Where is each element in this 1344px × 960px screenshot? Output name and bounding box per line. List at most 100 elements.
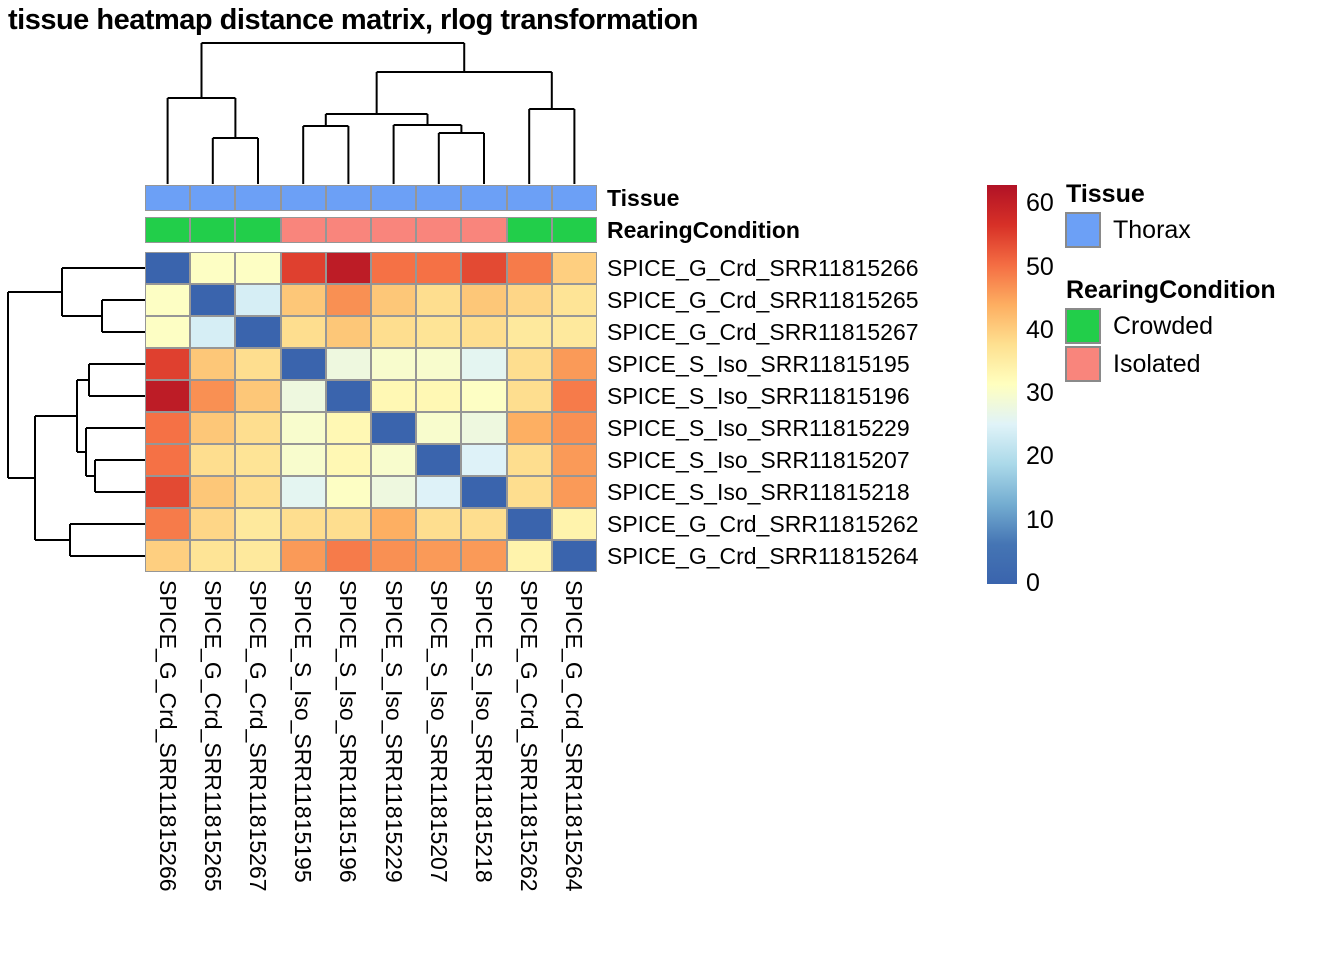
heatmap-cell xyxy=(145,412,191,444)
colorbar-tick-label: 50 xyxy=(1026,252,1054,281)
tissue-annotation-cell xyxy=(551,185,597,211)
heatmap-cell xyxy=(461,412,507,444)
heatmap-cell xyxy=(280,284,326,316)
heatmap-cell xyxy=(416,284,462,316)
row-label: SPICE_G_Crd_SRR11815266 xyxy=(607,255,919,281)
heatmap-cell xyxy=(280,380,326,412)
heatmap-cell xyxy=(371,540,417,572)
heatmap-cell xyxy=(235,252,281,284)
heatmap-cell xyxy=(190,284,236,316)
legend-item-crowded: Crowded xyxy=(1113,312,1214,340)
heatmap-cell xyxy=(461,444,507,476)
column-label: SPICE_G_Crd_SRR11815266 xyxy=(154,580,181,892)
column-label: SPICE_S_Iso_SRR11815195 xyxy=(290,580,317,883)
tissue-annotation-cell xyxy=(506,185,552,211)
heatmap-cell xyxy=(506,444,552,476)
heatmap-cell xyxy=(461,316,507,348)
colorbar-tick-label: 20 xyxy=(1026,442,1054,471)
heatmap-cell xyxy=(461,476,507,508)
row-label: SPICE_G_Crd_SRR11815262 xyxy=(607,511,919,537)
colorbar-tick-label: 60 xyxy=(1026,189,1054,218)
heatmap-cell xyxy=(551,508,597,540)
heatmap-cell xyxy=(506,252,552,284)
column-label: SPICE_G_Crd_SRR11815265 xyxy=(199,580,226,892)
heatmap-cell xyxy=(145,540,191,572)
colorbar-tick-label: 10 xyxy=(1026,505,1054,534)
heatmap-cell xyxy=(280,476,326,508)
heatmap-cell xyxy=(371,476,417,508)
heatmap-cell xyxy=(145,380,191,412)
legend-swatch-thorax xyxy=(1065,212,1101,248)
heatmap-cell xyxy=(461,540,507,572)
heatmap-cell xyxy=(280,508,326,540)
heatmap-cell xyxy=(461,348,507,380)
heatmap-cell xyxy=(235,508,281,540)
heatmap-cell xyxy=(325,284,371,316)
heatmap-cell xyxy=(235,316,281,348)
heatmap-cell xyxy=(190,540,236,572)
heatmap-cell xyxy=(235,380,281,412)
heatmap-cell xyxy=(190,476,236,508)
heatmap-cell xyxy=(280,348,326,380)
heatmap-cell xyxy=(235,284,281,316)
legend-swatch-isolated xyxy=(1065,346,1101,382)
rearing-annotation-cell xyxy=(280,217,326,243)
row-dendrogram xyxy=(7,267,145,557)
row-label: SPICE_S_Iso_SRR11815229 xyxy=(607,415,910,441)
heatmap-cell xyxy=(280,412,326,444)
rearing-annotation-cell xyxy=(145,217,191,243)
heatmap-cell xyxy=(551,316,597,348)
heatmap-cell xyxy=(506,412,552,444)
heatmap-cell xyxy=(416,316,462,348)
heatmap-cell xyxy=(145,316,191,348)
heatmap-cell xyxy=(190,316,236,348)
heatmap-cell xyxy=(371,444,417,476)
rearing-annotation-cell xyxy=(190,217,236,243)
row-label: SPICE_G_Crd_SRR11815265 xyxy=(607,287,919,313)
rearing-annotation-cell xyxy=(506,217,552,243)
rearing-annotation-label: RearingCondition xyxy=(607,217,800,243)
heatmap-cell xyxy=(461,284,507,316)
heatmap-cell xyxy=(551,476,597,508)
heatmap-cell xyxy=(235,444,281,476)
tissue-annotation-cell xyxy=(325,185,371,211)
column-label: SPICE_G_Crd_SRR11815264 xyxy=(561,580,588,892)
heatmap-cell xyxy=(190,348,236,380)
column-dendrogram xyxy=(166,42,576,184)
heatmap-cell xyxy=(325,540,371,572)
heatmap-cell xyxy=(145,476,191,508)
heatmap-cell xyxy=(325,476,371,508)
heatmap-cell xyxy=(506,508,552,540)
column-label: SPICE_G_Crd_SRR11815262 xyxy=(516,580,543,892)
column-label: SPICE_S_Iso_SRR11815218 xyxy=(471,580,497,883)
heatmap-cell xyxy=(371,284,417,316)
heatmap-cell xyxy=(506,284,552,316)
tissue-annotation-cell xyxy=(145,185,191,211)
heatmap-cell xyxy=(371,348,417,380)
heatmap-cell xyxy=(551,444,597,476)
tissue-annotation-cell xyxy=(371,185,417,211)
colorbar-tick-label: 40 xyxy=(1026,315,1054,344)
rearing-annotation-cell xyxy=(325,217,371,243)
tissue-annotation-cell xyxy=(461,185,507,211)
colorbar-tick-label: 0 xyxy=(1026,569,1040,597)
column-label: SPICE_S_Iso_SRR11815229 xyxy=(380,580,407,883)
tissue-annotation-cell xyxy=(280,185,326,211)
rearing-annotation-cell xyxy=(416,217,462,243)
row-label: SPICE_S_Iso_SRR11815218 xyxy=(607,479,910,505)
row-label: SPICE_G_Crd_SRR11815264 xyxy=(607,543,919,569)
row-label: SPICE_S_Iso_SRR11815207 xyxy=(607,447,910,473)
heatmap-cell xyxy=(235,476,281,508)
legend-item-thorax: Thorax xyxy=(1113,216,1191,244)
heatmap-cell xyxy=(506,540,552,572)
rearing-annotation-cell xyxy=(235,217,281,243)
rearing-annotation-cell xyxy=(371,217,417,243)
tissue-annotation-cell xyxy=(235,185,281,211)
heatmap-cell xyxy=(551,412,597,444)
heatmap-cell xyxy=(461,380,507,412)
heatmap-cell xyxy=(325,316,371,348)
tissue-annotation-cell xyxy=(416,185,462,211)
heatmap-cell xyxy=(280,252,326,284)
heatmap-cell xyxy=(416,540,462,572)
